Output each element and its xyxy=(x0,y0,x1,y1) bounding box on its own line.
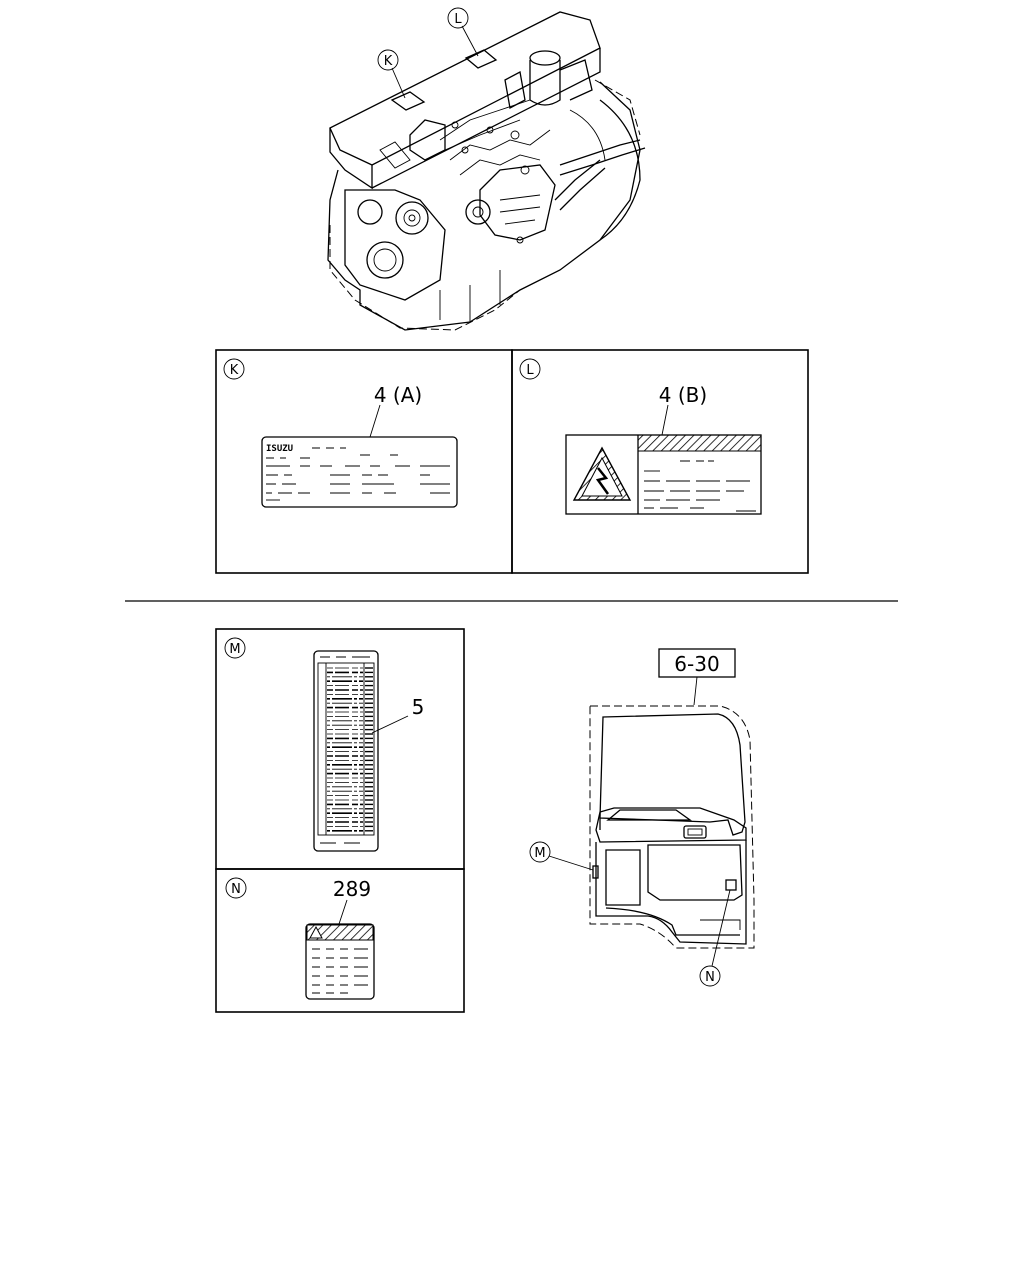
part-4b-label: 4 (B) xyxy=(659,383,707,407)
door-illustration: 6-30 M N xyxy=(529,648,755,987)
caution-plate xyxy=(305,923,375,1000)
load-label-plate xyxy=(313,650,379,852)
isuzu-plate xyxy=(261,436,458,508)
callout-m: M xyxy=(229,642,240,657)
part-289-label: 289 xyxy=(333,877,371,901)
callout-l-engine xyxy=(447,7,469,29)
callout-l: L xyxy=(526,363,534,378)
callout-n: N xyxy=(231,882,241,897)
panel-l: L 4 (B) xyxy=(511,349,809,574)
load-label-rows xyxy=(327,667,373,832)
callout-k: K xyxy=(230,363,239,378)
callout-m-door: M xyxy=(534,846,545,861)
part-5-label: 5 xyxy=(412,695,425,719)
panel-n: N 289 xyxy=(215,868,465,1013)
isuzu-logo-text: ISUZU xyxy=(266,444,293,454)
door-handle-icon xyxy=(683,825,707,839)
panel-k: K 4 (A) ISUZU xyxy=(215,349,513,574)
label-pad-l xyxy=(464,49,498,69)
ref-6-30-label: 6-30 xyxy=(674,652,719,676)
callout-n-door: N xyxy=(705,970,715,985)
engine-illustration: K L xyxy=(327,7,646,331)
panel-m: M 5 xyxy=(215,628,465,870)
callout-k-engine xyxy=(377,49,399,71)
callout-k-engine-text: K xyxy=(384,54,393,69)
label-pos-m xyxy=(592,865,599,879)
part-4a-label: 4 (A) xyxy=(374,383,422,407)
label-pos-n xyxy=(725,879,737,891)
callout-l-engine-text: L xyxy=(454,12,462,27)
caution-triangle-icon xyxy=(309,925,323,939)
